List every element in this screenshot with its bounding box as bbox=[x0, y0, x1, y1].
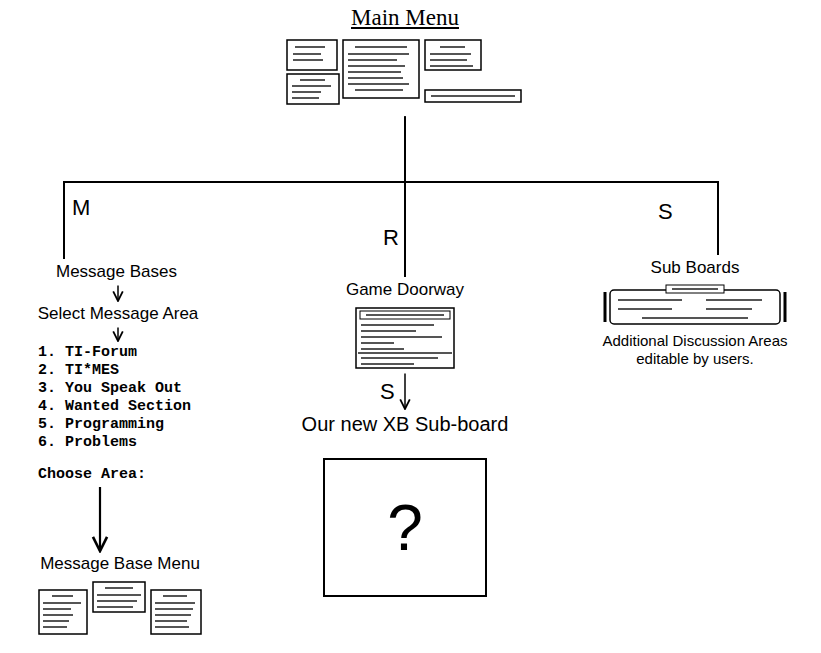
screenshot-detail bbox=[151, 590, 201, 634]
node-text: Choose Area: bbox=[38, 466, 191, 484]
node-text: Main Menu bbox=[285, 4, 525, 32]
node-text: ? bbox=[387, 496, 423, 560]
node-text: Game Doorway bbox=[346, 280, 464, 300]
node-text: Message Bases bbox=[56, 262, 177, 282]
screenshot-detail bbox=[43, 596, 81, 627]
screenshot-detail bbox=[348, 47, 409, 90]
menu-key-letter: S bbox=[378, 380, 397, 404]
screenshot-detail bbox=[358, 315, 452, 364]
flow-arrow bbox=[117, 327, 119, 341]
screenshot-detail bbox=[293, 47, 325, 60]
node-text: 2. TI*MES bbox=[38, 362, 191, 380]
screenshot-detail bbox=[93, 582, 145, 612]
menu-branch-line bbox=[405, 117, 718, 255]
menu-branch: Sub Boards Additional Discussion Areas e… bbox=[593, 258, 798, 368]
screenshot-detail bbox=[155, 596, 195, 627]
menu-branch: Message Bases bbox=[56, 262, 177, 282]
screenshot-detail bbox=[618, 289, 762, 318]
menu-branch: Game Doorway bbox=[346, 280, 464, 370]
screenshot-detail bbox=[431, 95, 515, 97]
node-text: Our new XB Sub-board bbox=[302, 412, 509, 436]
menu-key-letter: R bbox=[381, 226, 401, 250]
screenshot-detail bbox=[39, 590, 87, 634]
screenshot-detail bbox=[287, 74, 339, 104]
menu-step: Message Base Menu bbox=[37, 554, 203, 638]
screenshot-detail bbox=[425, 40, 481, 70]
flow-arrow bbox=[404, 373, 406, 409]
menu-screenshot bbox=[37, 580, 203, 638]
menu-screenshot bbox=[285, 38, 525, 114]
menu-branch-line bbox=[64, 117, 405, 259]
screenshot-detail bbox=[610, 290, 780, 324]
node-text: Additional Discussion Areas editable by … bbox=[593, 332, 798, 368]
sub-board-box: Our new XB Sub-board? bbox=[302, 412, 509, 597]
node-text: 6. Problems bbox=[38, 434, 191, 452]
menu-screenshot bbox=[602, 284, 788, 328]
screenshot-detail bbox=[97, 588, 141, 607]
menu-step: Select Message Area bbox=[38, 304, 199, 324]
screenshot-detail bbox=[430, 47, 473, 66]
area-list: 1. TI-Forum2. TI*MES3. You Speak Out4. W… bbox=[38, 344, 191, 484]
flow-arrow bbox=[117, 285, 119, 301]
node-text: 4. Wanted Section bbox=[38, 398, 191, 416]
node-text: Message Base Menu bbox=[37, 554, 203, 574]
node-text: 1. TI-Forum bbox=[38, 344, 191, 362]
menu-key-letter: S bbox=[656, 200, 675, 224]
node-text: Sub Boards bbox=[593, 258, 798, 278]
node-text: 3. You Speak Out bbox=[38, 380, 191, 398]
screenshot-detail bbox=[292, 80, 331, 98]
menu-title: Main Menu bbox=[285, 4, 525, 114]
node-text: Select Message Area bbox=[38, 304, 199, 324]
node-text: 5. Programming bbox=[38, 416, 191, 434]
screenshot-detail bbox=[287, 40, 337, 70]
menu-screenshot bbox=[354, 306, 456, 370]
screenshot-detail bbox=[425, 90, 521, 102]
screenshot-detail bbox=[343, 40, 419, 98]
screenshot-detail bbox=[356, 308, 454, 368]
menu-key-letter: M bbox=[70, 196, 92, 220]
sub-board-frame: ? bbox=[323, 458, 487, 597]
flow-arrow bbox=[99, 487, 101, 551]
